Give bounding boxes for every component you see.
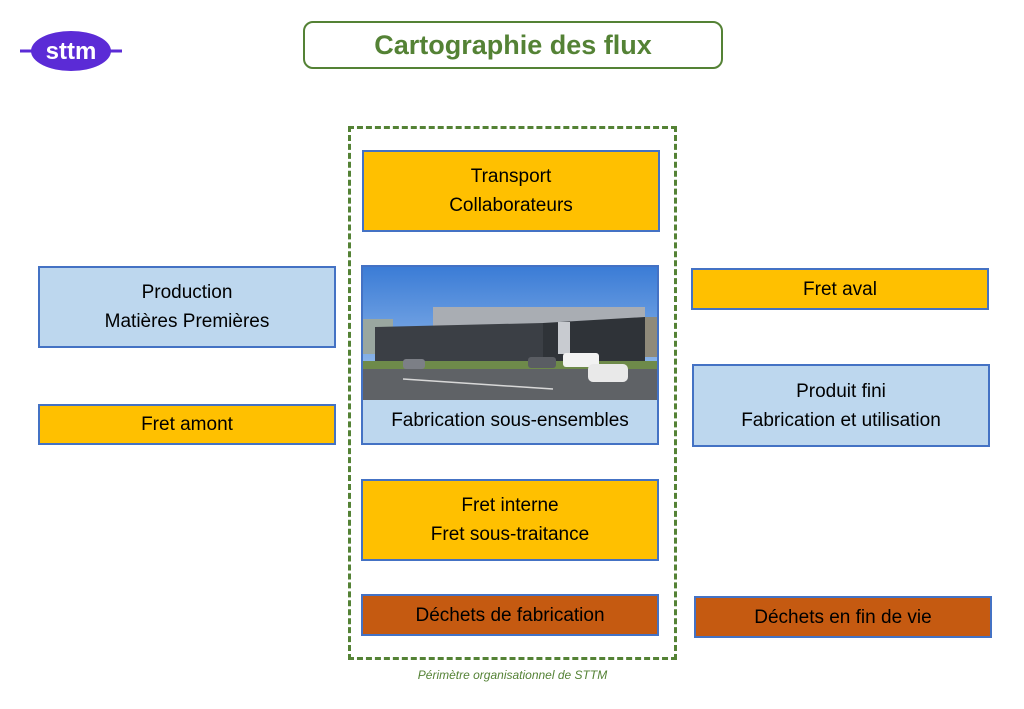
factory-photo — [363, 267, 657, 400]
box-produit-fini-line2: Fabrication et utilisation — [741, 409, 941, 431]
perimeter-label: Périmètre organisationnel de STTM — [417, 668, 608, 682]
logo-text: sttm — [46, 38, 97, 65]
page-title-text: Cartographie des flux — [374, 29, 652, 60]
box-dechets-fin-vie: Déchets en fin de vie — [694, 596, 992, 638]
photo-car-2 — [528, 357, 556, 368]
box-produit-fini: Produit fini Fabrication et utilisation — [692, 364, 990, 447]
box-dechets-fabrication-label: Déchets de fabrication — [415, 604, 605, 626]
photo-car-white — [588, 364, 628, 382]
box-fabrication-label: Fabrication sous-ensembles — [391, 410, 629, 431]
box-fret-amont-label: Fret amont — [141, 414, 233, 435]
box-fret-aval-label: Fret aval — [803, 278, 877, 300]
photo-chimney — [558, 322, 570, 354]
logo-ellipse — [31, 31, 111, 71]
box-produit-fini-line1: Produit fini — [796, 380, 886, 402]
box-fret-interne-line1: Fret interne — [461, 495, 559, 516]
box-transport-line1: Transport — [470, 166, 552, 187]
photo-van — [563, 353, 599, 367]
box-dechets-fin-vie-label: Déchets en fin de vie — [754, 606, 932, 628]
box-transport-collaborateurs: Transport Collaborateurs — [362, 150, 660, 232]
photo-grass — [363, 361, 657, 369]
photo-car-1 — [403, 359, 425, 369]
box-transport-line2: Collaborateurs — [449, 195, 573, 216]
photo-lane-mark — [402, 378, 554, 390]
sttm-logo: sttm — [20, 28, 122, 74]
box-dechets-fabrication: Déchets de fabrication — [361, 594, 659, 636]
box-fret-aval: Fret aval — [691, 268, 989, 310]
box-fret-amont: Fret amont — [38, 404, 336, 445]
box-fret-interne-line2: Fret sous-traitance — [430, 524, 590, 545]
box-fret-interne: Fret interne Fret sous-traitance — [361, 479, 659, 561]
box-production-line2: Matières Premières — [104, 311, 270, 332]
box-fabrication: Fabrication sous-ensembles — [361, 265, 659, 445]
box-production: Production Matières Premières — [38, 266, 336, 348]
organisational-perimeter — [348, 126, 677, 660]
page-title: Cartographie des flux — [303, 21, 723, 69]
box-production-line1: Production — [141, 282, 233, 303]
